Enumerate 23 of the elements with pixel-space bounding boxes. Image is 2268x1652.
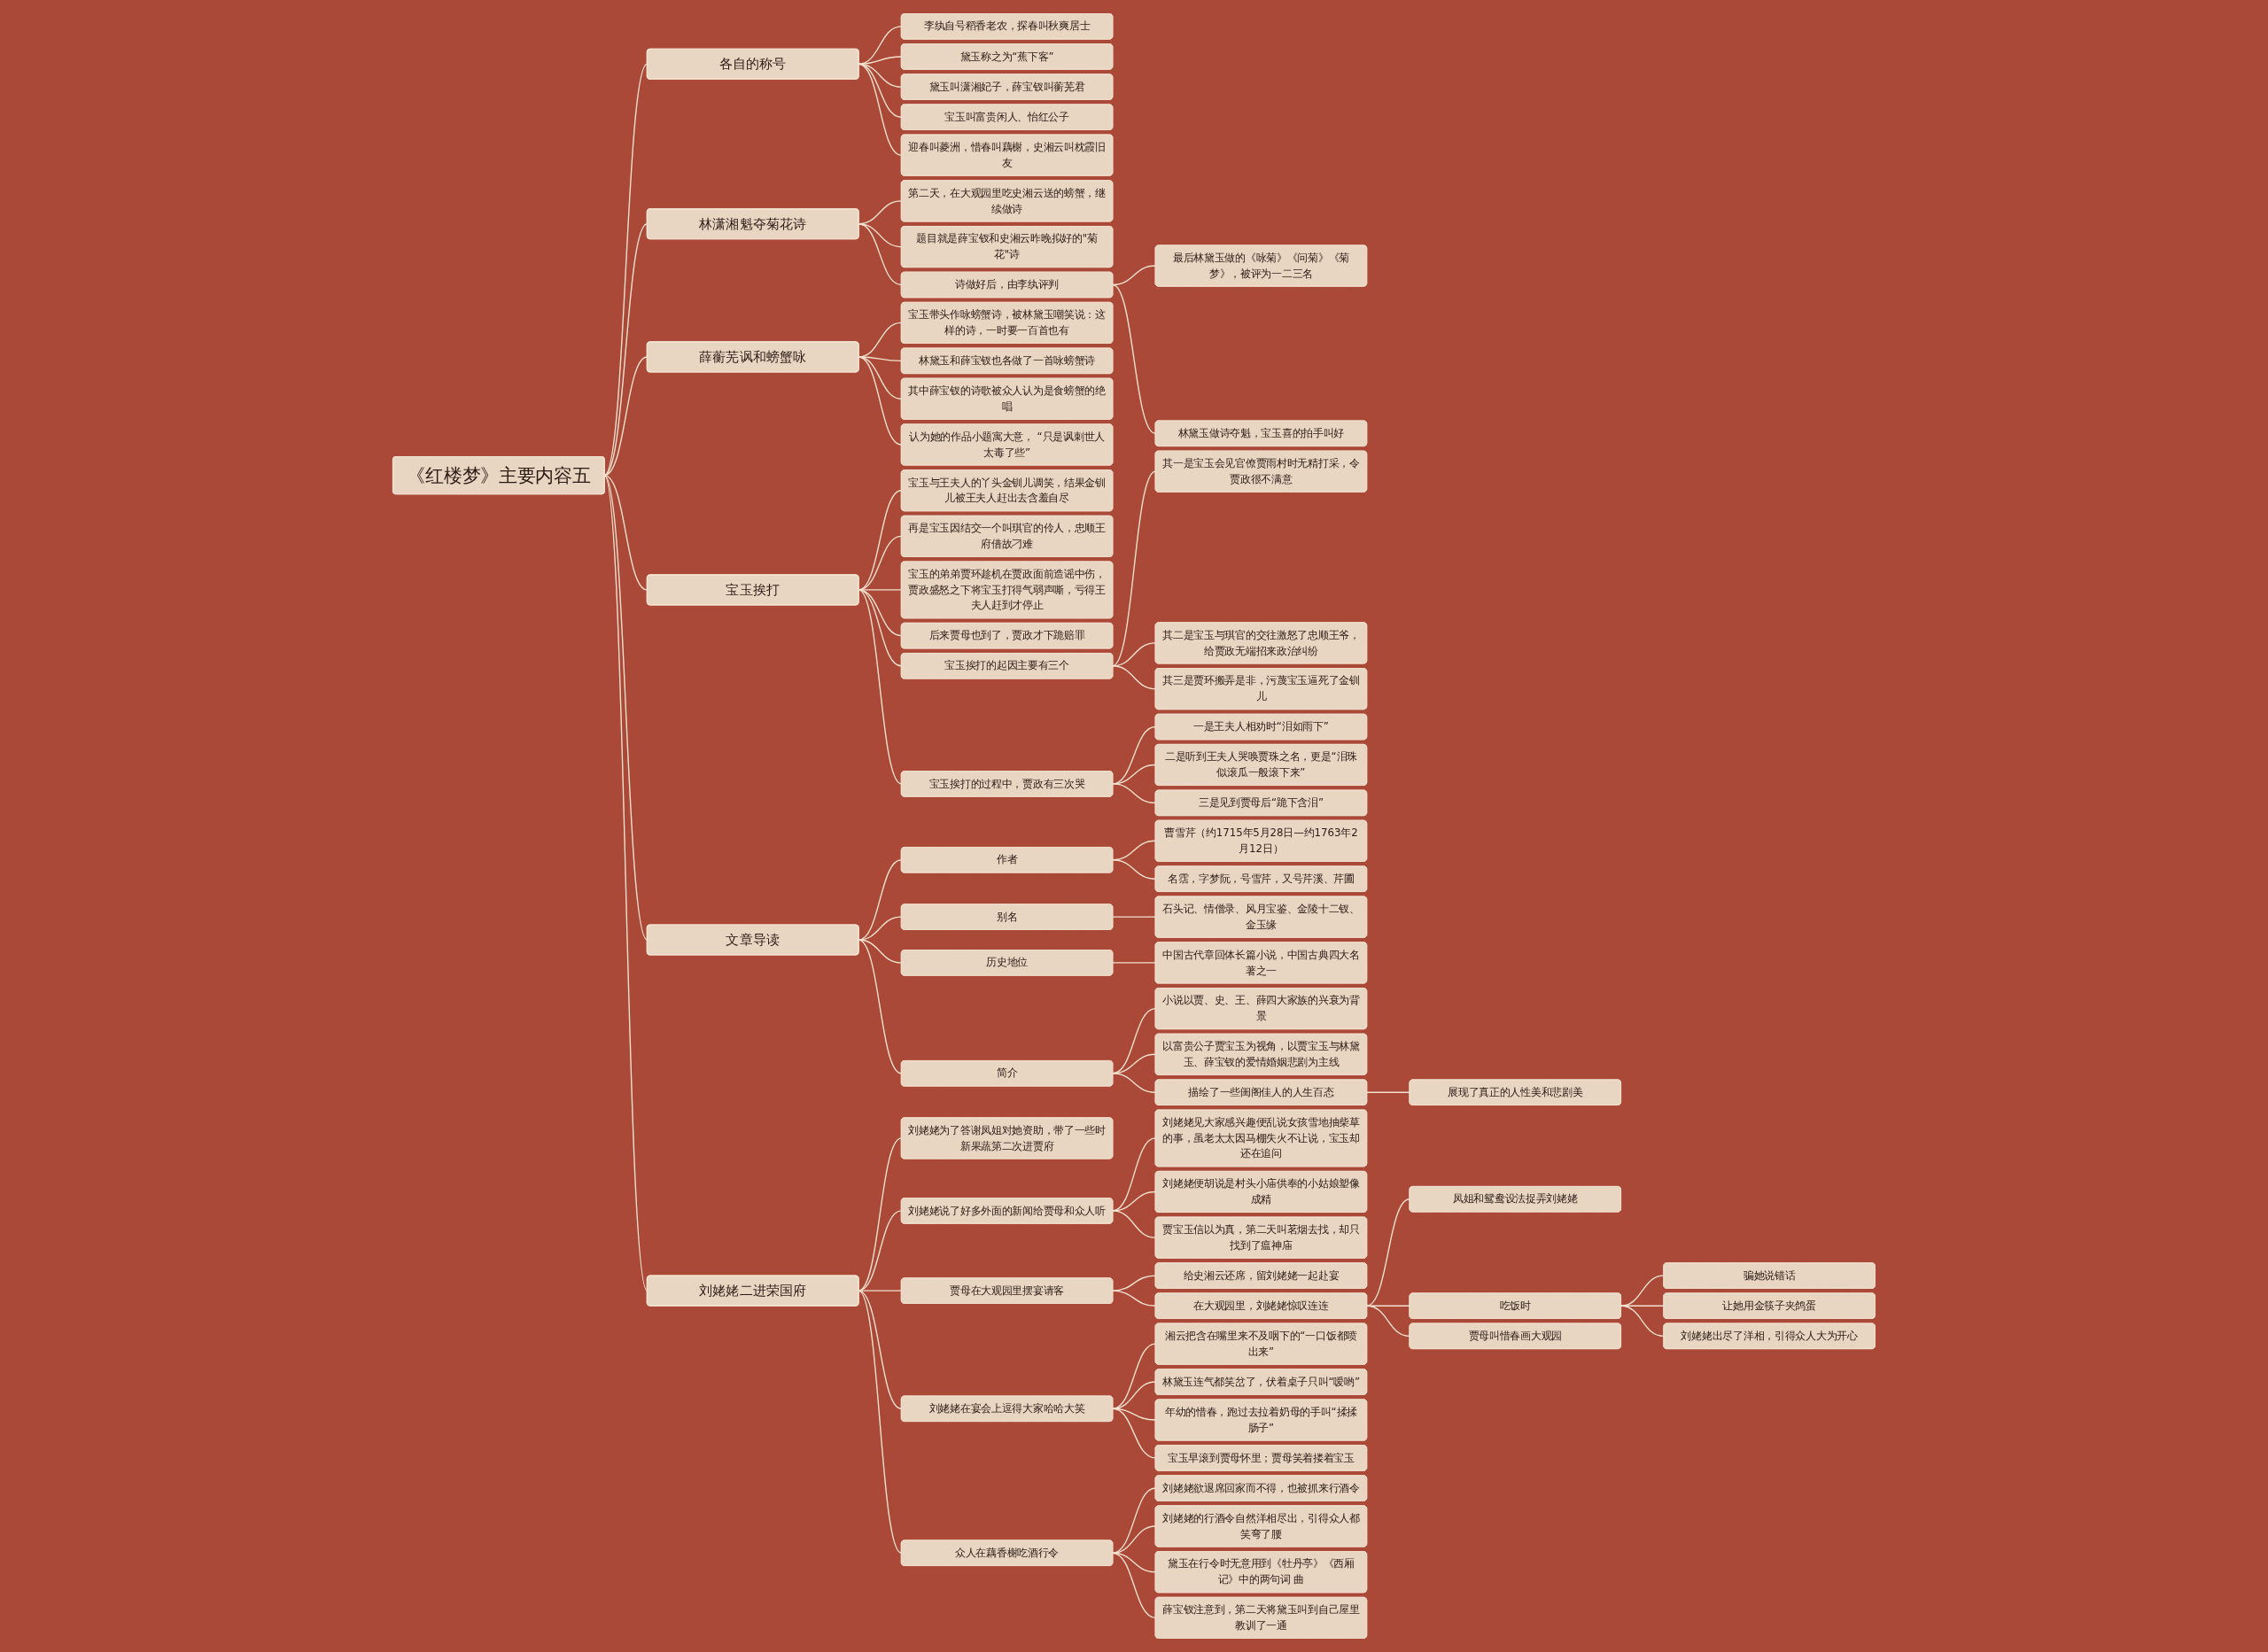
connector xyxy=(1112,1525,1156,1554)
connector xyxy=(1112,1408,1156,1459)
connector xyxy=(1112,1487,1156,1554)
connector xyxy=(1112,1073,1156,1093)
connector xyxy=(1112,962,1156,964)
connector xyxy=(1112,665,1156,690)
connector xyxy=(1366,1198,1410,1307)
connector xyxy=(1366,1305,1410,1338)
connector xyxy=(1112,859,1156,880)
connector xyxy=(1112,1343,1156,1409)
connector xyxy=(1112,1210,1156,1238)
connector xyxy=(1366,1091,1410,1093)
connector xyxy=(1112,1552,1156,1619)
connector xyxy=(1112,783,1156,804)
connector xyxy=(1112,1290,1156,1307)
connector xyxy=(1619,1275,1665,1307)
connector xyxy=(1112,1275,1156,1291)
connector xyxy=(1112,916,1156,918)
connector xyxy=(1112,1381,1156,1409)
connector xyxy=(1112,470,1156,667)
connector xyxy=(1619,1305,1665,1338)
connector xyxy=(1112,283,1156,434)
connector xyxy=(1112,265,1156,286)
